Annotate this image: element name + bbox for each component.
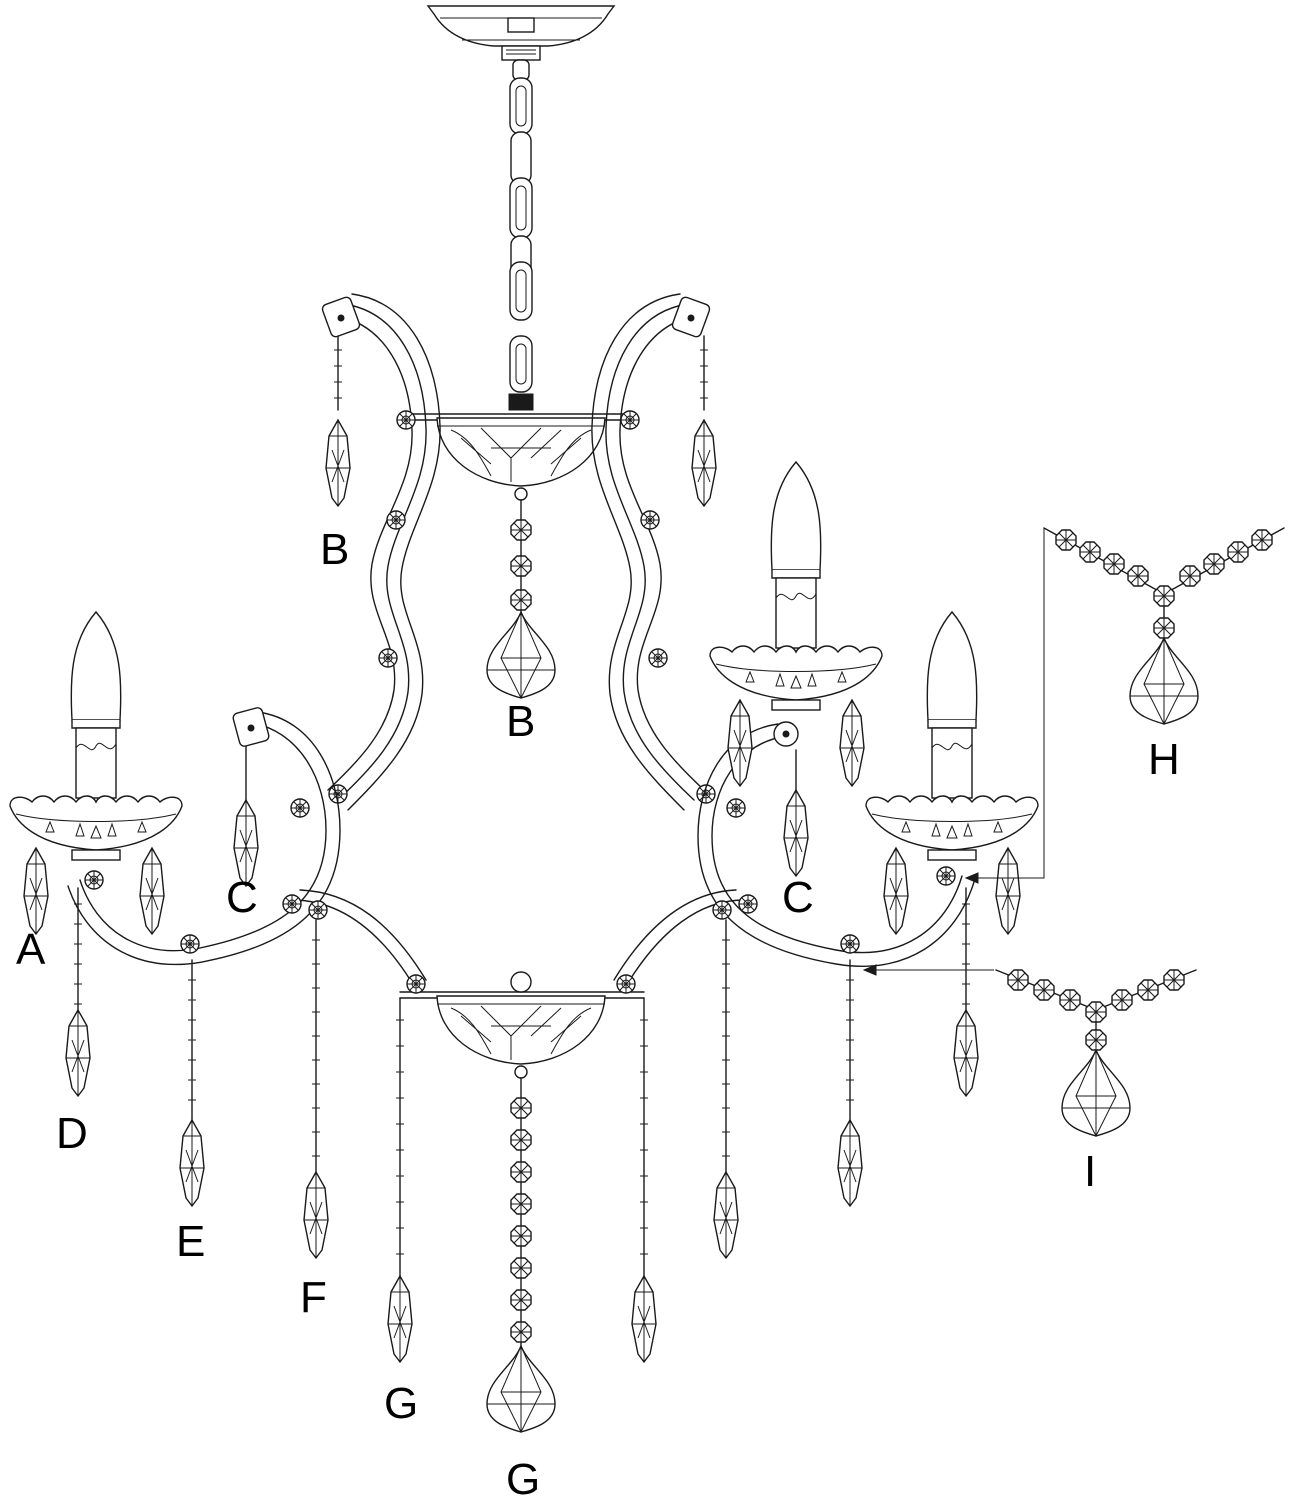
- strand-g-left: [387, 997, 413, 1363]
- detail-h: [1043, 527, 1285, 725]
- lower-bowl: [399, 971, 645, 1079]
- label-i: I: [1084, 1147, 1096, 1196]
- strand-e: [179, 959, 205, 1207]
- strand-f: [303, 919, 329, 1259]
- strand-f-right: [713, 919, 739, 1259]
- strand-c-left: [233, 745, 259, 887]
- label-h: H: [1148, 735, 1180, 784]
- label-c-left: C: [226, 873, 258, 922]
- lower-left-swag: [282, 889, 427, 994]
- ceiling-canopy: [426, 5, 616, 61]
- pendant-b-right: [691, 335, 717, 507]
- strand-g-right: [631, 997, 657, 1363]
- strand-c-right: [783, 749, 809, 877]
- lower-right-arm: [697, 721, 975, 967]
- strand-d: [65, 887, 91, 1097]
- label-g-left: G: [384, 1379, 418, 1428]
- label-b-center: B: [506, 697, 535, 746]
- candle-right: [865, 611, 1039, 935]
- chain: [508, 59, 534, 411]
- label-c-right: C: [782, 873, 814, 922]
- upper-left-arm: [321, 293, 441, 811]
- strand-d-right: [953, 887, 979, 1097]
- callout-i-leader: [862, 964, 994, 976]
- strand-e-right: [837, 959, 863, 1207]
- label-f: F: [300, 1273, 327, 1322]
- upper-bowl: [411, 413, 631, 501]
- strand-g-center: [486, 1077, 556, 1433]
- label-d: D: [56, 1109, 88, 1158]
- callout-h-leader: [964, 528, 1045, 884]
- label-g-center: G: [506, 1455, 540, 1502]
- pendant-b-left: [325, 335, 351, 507]
- label-a: A: [16, 925, 46, 974]
- upper-right-arm: [591, 293, 716, 811]
- label-b-top: B: [320, 525, 349, 574]
- detail-i: [995, 969, 1197, 1137]
- lower-right-swag: [613, 889, 758, 994]
- pendant-b-center: [486, 499, 556, 699]
- label-e: E: [176, 1217, 205, 1266]
